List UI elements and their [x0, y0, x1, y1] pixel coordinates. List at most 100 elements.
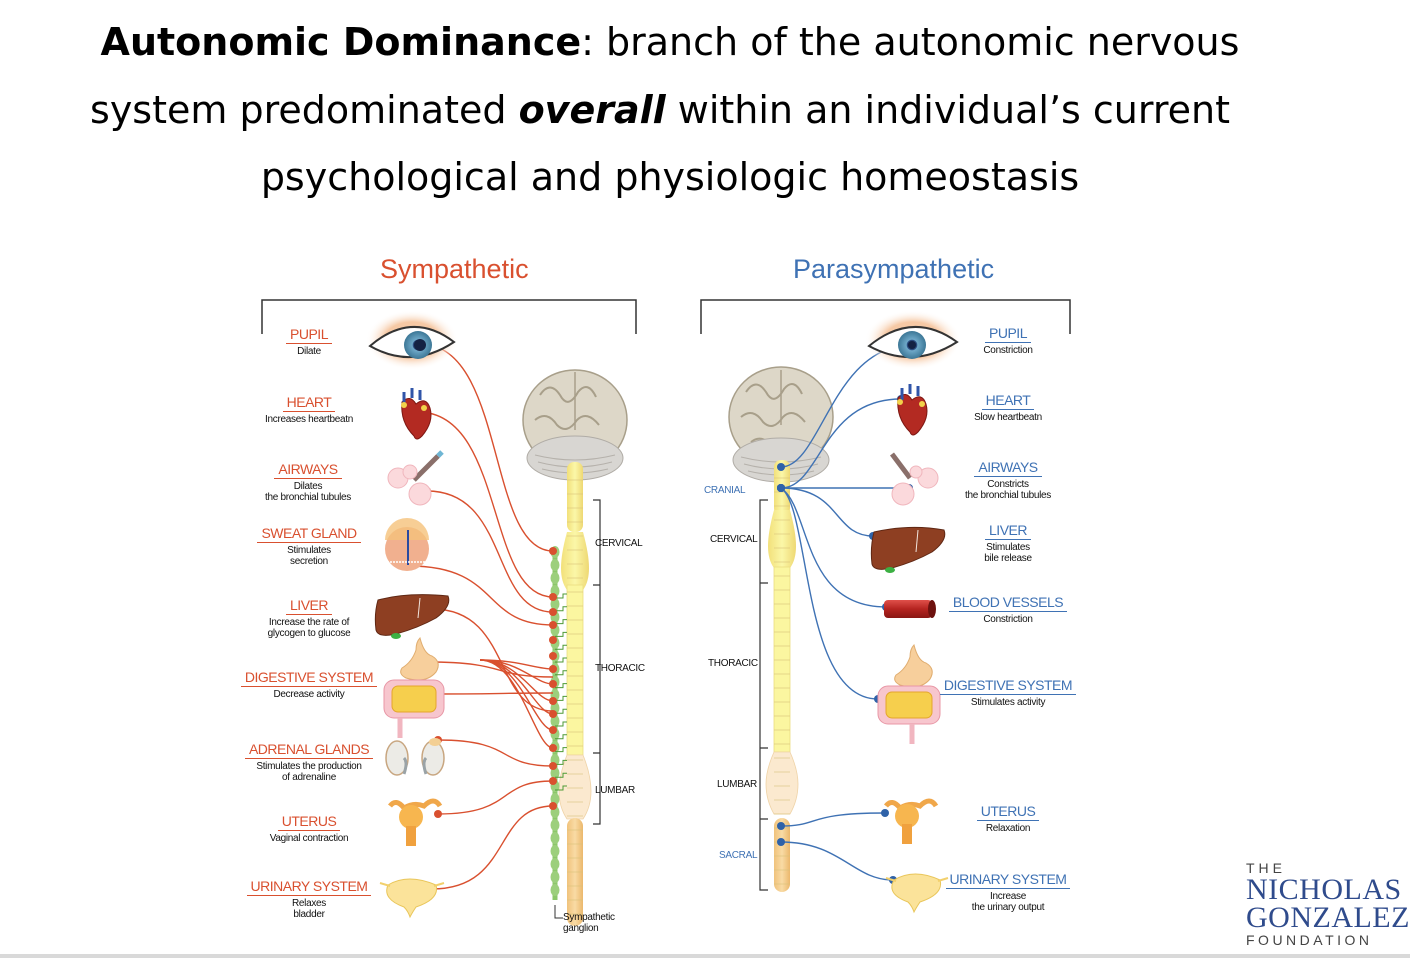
uterus-icon-parasympathetic [884, 798, 939, 844]
ganglion [550, 845, 560, 857]
ramus-connector [555, 785, 567, 791]
organ-effect-line: Stimulates [287, 545, 331, 556]
ganglion-synapse [549, 802, 557, 810]
eye-icon-sympathetic [366, 310, 458, 370]
parasympathetic-nerve [780, 487, 887, 608]
organ-effect-line: glycogen to glucose [267, 628, 351, 639]
sympathetic-segment-brackets [593, 499, 601, 825]
segment-label-lumbar: LUMBAR [595, 785, 635, 796]
heading-line-2: system predominated overall within an in… [30, 88, 1290, 134]
heading-term: Autonomic Dominance [100, 20, 582, 64]
organ-effect: Decrease activity [219, 689, 399, 700]
ganglion-synapse [549, 697, 557, 705]
segment-label-cranial: CRANIAL [704, 485, 746, 496]
organ-effect-line: Stimulates activity [970, 697, 1046, 708]
parasympathetic-nerve [780, 812, 886, 827]
ganglion-synapse [549, 547, 557, 555]
parasympathetic-bracket [700, 299, 1071, 334]
segment-label-thoracic-para: THORACIC [708, 658, 758, 669]
organ-effect-line: bile release [984, 553, 1032, 564]
organ-effect-line: Constricts [987, 479, 1029, 490]
logo-the: THE [1246, 860, 1286, 876]
ganglion-synapse [549, 608, 557, 616]
ramus-connector [555, 708, 567, 714]
ganglion-synapse [549, 726, 557, 734]
ganglion [550, 572, 560, 584]
parasympathetic-segment-brackets [759, 499, 768, 891]
ganglion-synapse [549, 636, 557, 644]
nerve-endpoint [434, 810, 442, 818]
uterus-icon-sympathetic [388, 798, 443, 846]
ganglion [550, 858, 560, 870]
ramus-connector [555, 644, 567, 650]
ramus-connector [555, 619, 567, 625]
sympathetic-title: Sympathetic [380, 254, 529, 284]
heading-line-3: psychological and physiologic homeostasi… [260, 155, 1080, 199]
organ-name: SWEAT GLAND [257, 525, 361, 543]
organ-effect-line: Relaxation [985, 823, 1031, 834]
digestive-icon-parasympathetic [877, 644, 941, 744]
organ-effect: Constriction [918, 345, 1098, 356]
parasympathetic-nerve [780, 487, 879, 700]
organ-name: PUPIL [286, 326, 332, 344]
organ-effect-line: of adrenaline [282, 772, 336, 783]
segment-label-cervical-para: CERVICAL [710, 534, 758, 545]
ganglion-synapse [549, 680, 557, 688]
ganglion-synapse [549, 744, 557, 752]
sympathetic-label-pupil: PUPIL Dilate [219, 326, 399, 357]
ramus-connector [555, 695, 567, 701]
ganglion [550, 871, 560, 883]
ganglion-synapse [549, 710, 557, 718]
organ-effect-line: Vaginal contraction [269, 833, 349, 844]
ganglion [550, 819, 560, 831]
ramus-connector [555, 721, 567, 727]
heading-emphasis: overall [518, 88, 666, 132]
organ-effect-line: Stimulates [986, 542, 1030, 553]
ganglion [550, 884, 560, 896]
organ-name: DIGESTIVE SYSTEM [939, 677, 1077, 695]
ramus-connector [555, 747, 567, 753]
cord-origin [777, 484, 785, 492]
heading-definition-2a: system predominated [90, 88, 519, 132]
organ-effect: Slow heartbeatn [918, 412, 1098, 423]
ganglion-pointer [554, 905, 563, 919]
sympathetic-nerve [433, 692, 554, 695]
sympathetic-nerve [408, 565, 554, 626]
spinal-cord [558, 462, 592, 926]
ganglion [550, 715, 560, 727]
organ-effect: Vaginal contraction [219, 833, 399, 844]
organ-effect-line: the bronchial tubules [965, 490, 1051, 501]
organ-effect-line: secretion [290, 556, 328, 567]
ramus-connector [555, 606, 567, 612]
ramus-connector [555, 759, 567, 765]
liver-icon-sympathetic [374, 594, 450, 639]
ramus-connector [555, 670, 567, 676]
cord-origin [777, 838, 785, 846]
sympathetic-nerve [479, 659, 554, 731]
sweat-gland-icon-sympathetic [385, 518, 429, 571]
sympathetic-nerve [437, 739, 554, 767]
ganglion-synapse [549, 652, 557, 660]
organ-effect: Increases heartbeatn [219, 414, 399, 425]
ganglion-synapse [549, 665, 557, 673]
sympathetic-nerve [426, 490, 554, 613]
heading-line-1: Autonomic Dominance: branch of the auton… [0, 20, 1340, 66]
logo-line-1: NICHOLAS [1246, 873, 1402, 906]
sympathetic-nerve [431, 608, 554, 712]
organ-effect-line: Dilate [297, 346, 321, 357]
logo-line-2: GONZALEZ [1246, 901, 1410, 934]
